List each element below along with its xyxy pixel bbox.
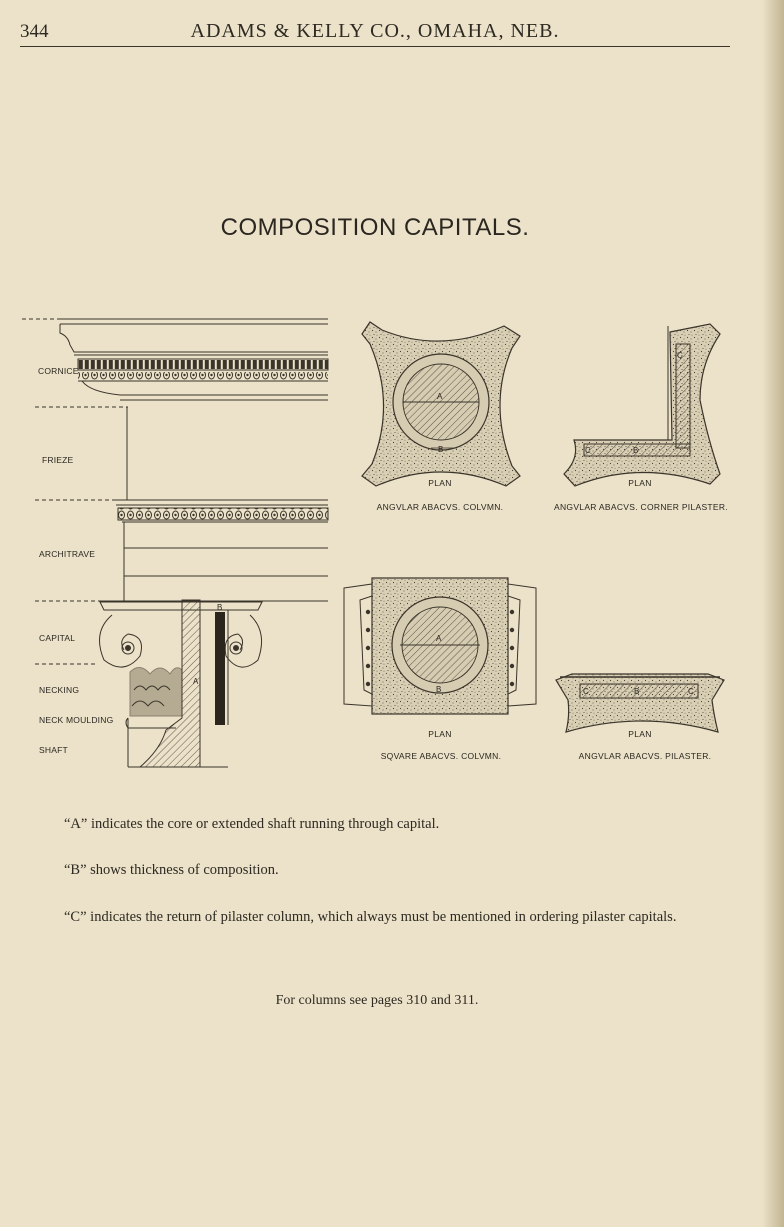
label-cornice: CORNICE (38, 366, 79, 376)
page-title: COMPOSITION CAPITALS. (220, 214, 530, 241)
note-c: “C” indicates the return of pilaster col… (64, 909, 677, 925)
running-head: ADAMS & KELLY CO., OMAHA, NEB. (190, 20, 560, 42)
column-plan-mark-a: A (437, 392, 443, 401)
label-capital: CAPITAL (39, 633, 76, 643)
pilaster-plan-mark-b: B (634, 687, 639, 696)
caption-corner-pilaster: ANGVLAR ABACVS. CORNER PILASTER. (554, 502, 728, 512)
label-neck-moulding: NECK MOULDING (39, 715, 114, 725)
note-b: “B” shows thickness of composition. (64, 862, 279, 878)
plan-label-angular-column: PLAN (428, 478, 452, 488)
page-spine-shadow (762, 0, 784, 1227)
label-architrave: ARCHITRAVE (39, 549, 96, 559)
angular-column-plan: A B (361, 321, 521, 487)
note-a: “A” indicates the core or extended shaft… (64, 816, 440, 832)
plan-label-angular-pilaster: PLAN (628, 729, 652, 739)
column-plan-mark-b: B (438, 445, 443, 454)
pilaster-plan-mark-c2: C (688, 687, 694, 696)
page-header: 344 ADAMS & KELLY CO., OMAHA, NEB. (20, 18, 730, 47)
square-column-plan: A B (343, 577, 537, 715)
label-shaft: SHAFT (39, 745, 68, 755)
corner-plan-mark-c2: C (585, 446, 591, 455)
label-necking: NECKING (39, 685, 80, 695)
page-number: 344 (20, 21, 49, 42)
caption-angular-pilaster: ANGVLAR ABACVS. PILASTER. (578, 751, 712, 761)
elevation-mark-b: B (217, 603, 222, 612)
square-plan-mark-b: B (436, 685, 441, 694)
caption-square-column: SQVARE ABACVS. COLVMN. (380, 751, 502, 761)
caption-angular-column: ANGVLAR ABACVS. COLVMN. (376, 502, 504, 512)
entablature-elevation (22, 318, 329, 768)
corner-plan-mark-c: C (677, 351, 683, 360)
label-frieze: FRIEZE (42, 455, 74, 465)
square-plan-mark-a: A (436, 634, 442, 643)
angular-pilaster-plan: C B C (555, 673, 725, 733)
footer-reference: For columns see pages 310 and 311. (275, 993, 479, 1008)
elevation-mark-a: A (193, 677, 199, 686)
angular-corner-pilaster-plan: C C B (563, 323, 721, 487)
plan-label-square-column: PLAN (428, 729, 452, 739)
corner-plan-mark-b: B (633, 446, 638, 455)
pilaster-plan-mark-c: C (583, 687, 589, 696)
plan-label-corner-pilaster: PLAN (628, 478, 652, 488)
